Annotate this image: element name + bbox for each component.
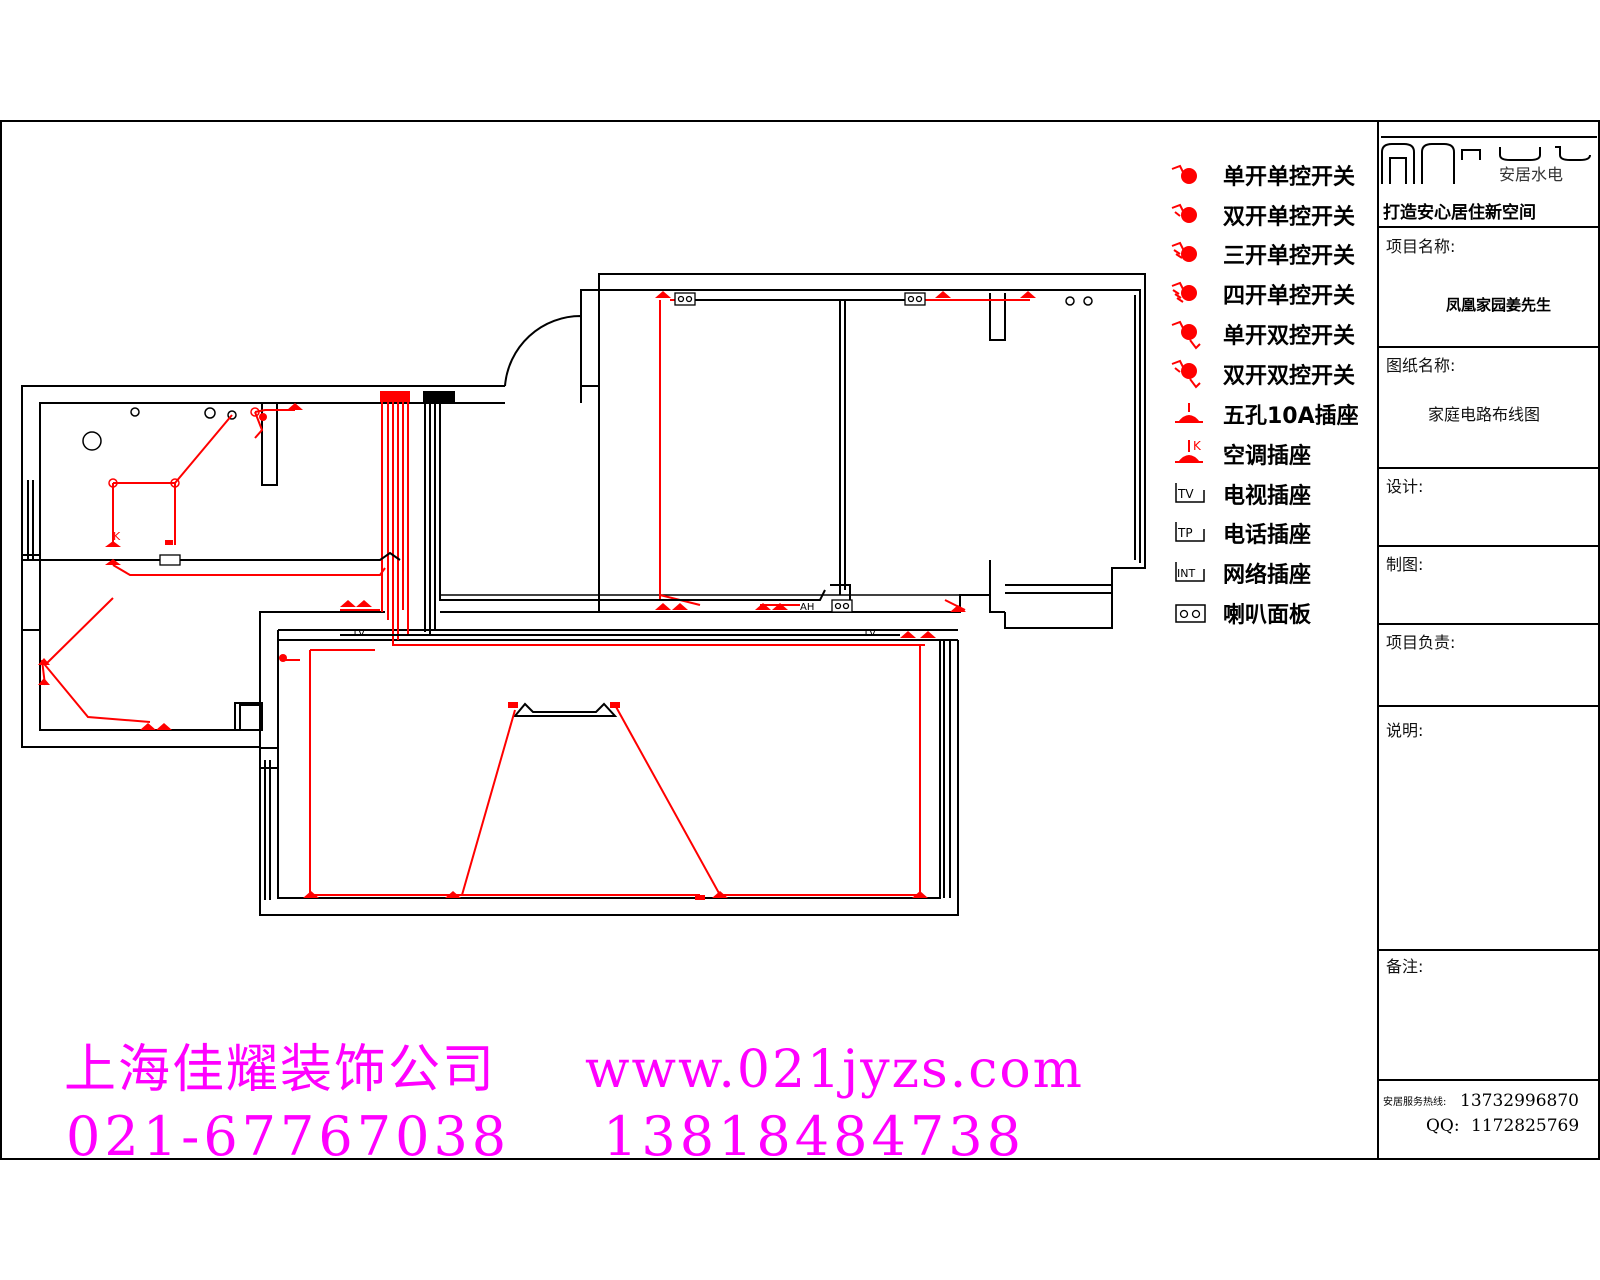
tv-socket-mark: TV [1177, 487, 1194, 501]
qq-value: 1172825769 [1471, 1116, 1579, 1136]
bottom-room-inner-wall [277, 630, 941, 899]
sheet-frame [0, 120, 1600, 1160]
right-block-outer-wall [581, 273, 1146, 629]
weak-current-box [423, 391, 455, 402]
tv-socket-icon: TV [1175, 483, 1205, 503]
triple-switch-icon [1171, 241, 1197, 262]
right-block-inner-wall [580, 289, 1141, 563]
legend-label: 三开单控开关 [1223, 243, 1355, 269]
network-socket-mark: INT [1177, 567, 1195, 580]
legend-item: 三开单控开关 [1171, 241, 1355, 269]
advert: 上海佳耀装饰公司 www.021jyzs.com 021-67767038 13… [64, 1040, 1084, 1168]
plan-sockets [38, 291, 1036, 900]
legend-item: 喇叭面板 [1175, 603, 1312, 628]
legend-item: 单开双控开关 [1171, 320, 1355, 350]
title-block: 安居水电 打造安心居住新空间 项目名称: 凤凰家园姜先生 图纸名称: 家庭电路布… [1378, 136, 1599, 1136]
remarks-label: 备注: [1386, 957, 1423, 976]
ceiling-recess [512, 702, 618, 717]
qq-label: QQ: [1426, 1116, 1460, 1136]
notes-label: 说明: [1386, 721, 1423, 740]
double-2way-switch-icon [1171, 359, 1201, 389]
wiring-black [182, 299, 905, 636]
floor-plan-walls [21, 273, 1146, 916]
project-name-value: 凤凰家园姜先生 [1446, 296, 1551, 314]
legend-label: 双开单控开关 [1223, 204, 1355, 230]
plan-speaker-panels [159, 292, 926, 613]
draft-label: 制图: [1386, 555, 1423, 574]
door-swing [504, 314, 582, 387]
legend-item: 单开单控开关 [1171, 164, 1355, 190]
legend-item: 双开双控开关 [1171, 359, 1355, 389]
legend-label: 喇叭面板 [1223, 603, 1312, 628]
light-points [82, 296, 1093, 488]
logo-text: 安居水电 [1499, 165, 1563, 184]
legend: 单开单控开关 双开单控开关 三开单控开关 四开单控开关 [1171, 164, 1359, 628]
website: www.021jyzs.com [585, 1040, 1084, 1100]
legend-item: INT 网络插座 [1175, 562, 1311, 588]
company-logo [1381, 136, 1597, 184]
legend-label: 双开双控开关 [1223, 363, 1355, 389]
legend-item: TP 电话插座 [1175, 522, 1311, 548]
plan-ah-label: AH [800, 602, 814, 613]
single-switch-icon [1171, 164, 1197, 184]
ceiling-light [82, 431, 102, 451]
electrical-distribution-box [380, 391, 410, 402]
phone-landline: 021-67767038 [66, 1105, 510, 1168]
plan-ac-label: K [113, 530, 121, 543]
network-socket-icon: INT [1175, 562, 1205, 582]
legend-label: 网络插座 [1223, 562, 1311, 588]
project-name-label: 项目名称: [1386, 237, 1455, 256]
phone-mobile: 13818484738 [603, 1105, 1025, 1168]
ac-socket-icon: K [1175, 439, 1203, 463]
legend-item: 五孔10A插座 [1175, 403, 1359, 429]
company-name: 上海佳耀装饰公司 [64, 1040, 496, 1100]
legend-label: 四开单控开关 [1223, 283, 1355, 309]
legend-item: 双开单控开关 [1171, 203, 1355, 230]
legend-label: 五孔10A插座 [1223, 403, 1359, 429]
legend-label: 单开单控开关 [1223, 164, 1355, 190]
ac-socket-mark: K [1193, 439, 1202, 453]
bottom-room-outer-wall [259, 640, 959, 916]
drawing-name-value: 家庭电路布线图 [1428, 405, 1540, 424]
quad-switch-icon [1171, 281, 1197, 303]
left-room-outer-wall [21, 385, 505, 748]
phone-socket-icon: TP [1175, 522, 1205, 542]
drawing-name-label: 图纸名称: [1386, 356, 1455, 375]
single-2way-switch-icon [1171, 320, 1201, 350]
legend-label: 空调插座 [1223, 443, 1311, 469]
speaker-panel-icon [1175, 604, 1206, 623]
plan-tv-label-right: TV [862, 628, 876, 639]
socket-5hole-icon [1175, 403, 1203, 423]
hotline-value: 13732996870 [1460, 1091, 1579, 1111]
phone-socket-mark: TP [1177, 526, 1193, 540]
project-manager-label: 项目负责: [1386, 633, 1455, 652]
legend-label: 单开双控开关 [1223, 323, 1355, 349]
design-label: 设计: [1386, 477, 1423, 496]
wiring-red [41, 299, 1030, 896]
legend-item: K 空调插座 [1175, 439, 1311, 469]
legend-item: 四开单控开关 [1171, 281, 1355, 309]
hotline-label: 安居服务热线: [1383, 1095, 1446, 1108]
plan-tv-label-left: TV [351, 628, 365, 639]
legend-label: 电话插座 [1223, 522, 1311, 548]
legend-item: TV 电视插座 [1175, 483, 1311, 509]
slogan: 打造安心居住新空间 [1383, 202, 1536, 223]
legend-label: 电视插座 [1223, 483, 1311, 509]
double-switch-icon [1171, 203, 1197, 223]
plan-socket-labels: TV TV K AH [113, 530, 876, 639]
